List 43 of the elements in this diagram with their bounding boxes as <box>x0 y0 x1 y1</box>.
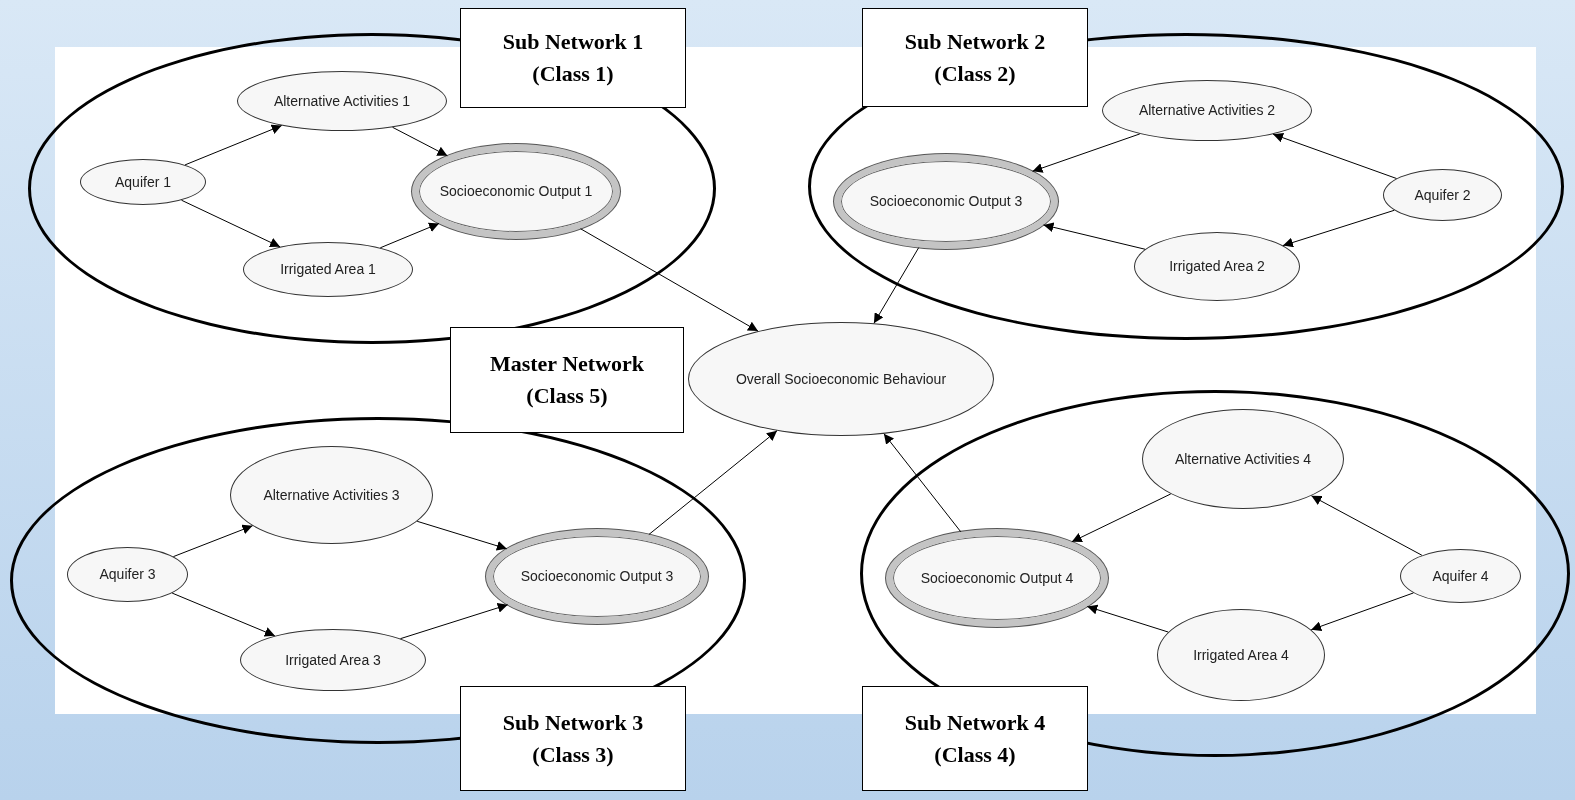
arrow <box>184 124 283 166</box>
node-label: Socioeconomic Output 1 <box>439 182 593 201</box>
arrow <box>416 520 508 551</box>
arrow <box>172 524 253 558</box>
node-label: Alternative Activities 3 <box>263 485 400 505</box>
arrow <box>883 433 962 533</box>
node-label: Socioeconomic Output 4 <box>920 568 1074 588</box>
node-label: Aquifer 2 <box>1414 185 1471 205</box>
node-label: Irrigated Area 1 <box>280 260 376 279</box>
label-box: Sub Network 3 (Class 3) <box>460 686 686 791</box>
arrow <box>1043 222 1146 250</box>
node-label: Alternative Activities 1 <box>273 91 411 111</box>
arrow <box>171 592 276 637</box>
arrow <box>873 247 920 324</box>
label-box: Master Network (Class 5) <box>450 327 684 433</box>
node-label: Overall Socioeconomic Behaviour <box>735 369 947 389</box>
arrow <box>1310 592 1414 632</box>
node-label: Socioeconomic Output 3 <box>869 192 1023 211</box>
arrow <box>1272 132 1397 179</box>
arrow <box>580 228 759 332</box>
arrow <box>1310 495 1423 556</box>
group-ellipse <box>808 33 1564 340</box>
arrow <box>1282 209 1395 248</box>
label-box: Sub Network 2 (Class 2) <box>862 8 1088 107</box>
node-label: Irrigated Area 4 <box>1193 645 1289 665</box>
node-label: Alternative Activities 2 <box>1138 101 1276 120</box>
arrow <box>1032 133 1141 173</box>
arrow <box>392 126 448 157</box>
node-label: Irrigated Area 3 <box>285 650 381 670</box>
arrow <box>379 222 440 249</box>
node-label: Socioeconomic Output 3 <box>520 567 674 586</box>
label-box: Sub Network 4 (Class 4) <box>862 686 1088 791</box>
arrow <box>399 603 509 640</box>
node-label: Alternative Activities 4 <box>1174 449 1312 469</box>
arrow <box>648 430 778 535</box>
arrow <box>1071 493 1172 543</box>
arrow <box>181 199 281 248</box>
node-label: Aquifer 1 <box>114 172 171 192</box>
arrow <box>1086 604 1169 633</box>
label-box: Sub Network 1 (Class 1) <box>460 8 686 108</box>
node-label: Aquifer 4 <box>1432 566 1489 586</box>
node-label: Irrigated Area 2 <box>1169 257 1265 276</box>
node-label: Aquifer 3 <box>99 565 156 584</box>
